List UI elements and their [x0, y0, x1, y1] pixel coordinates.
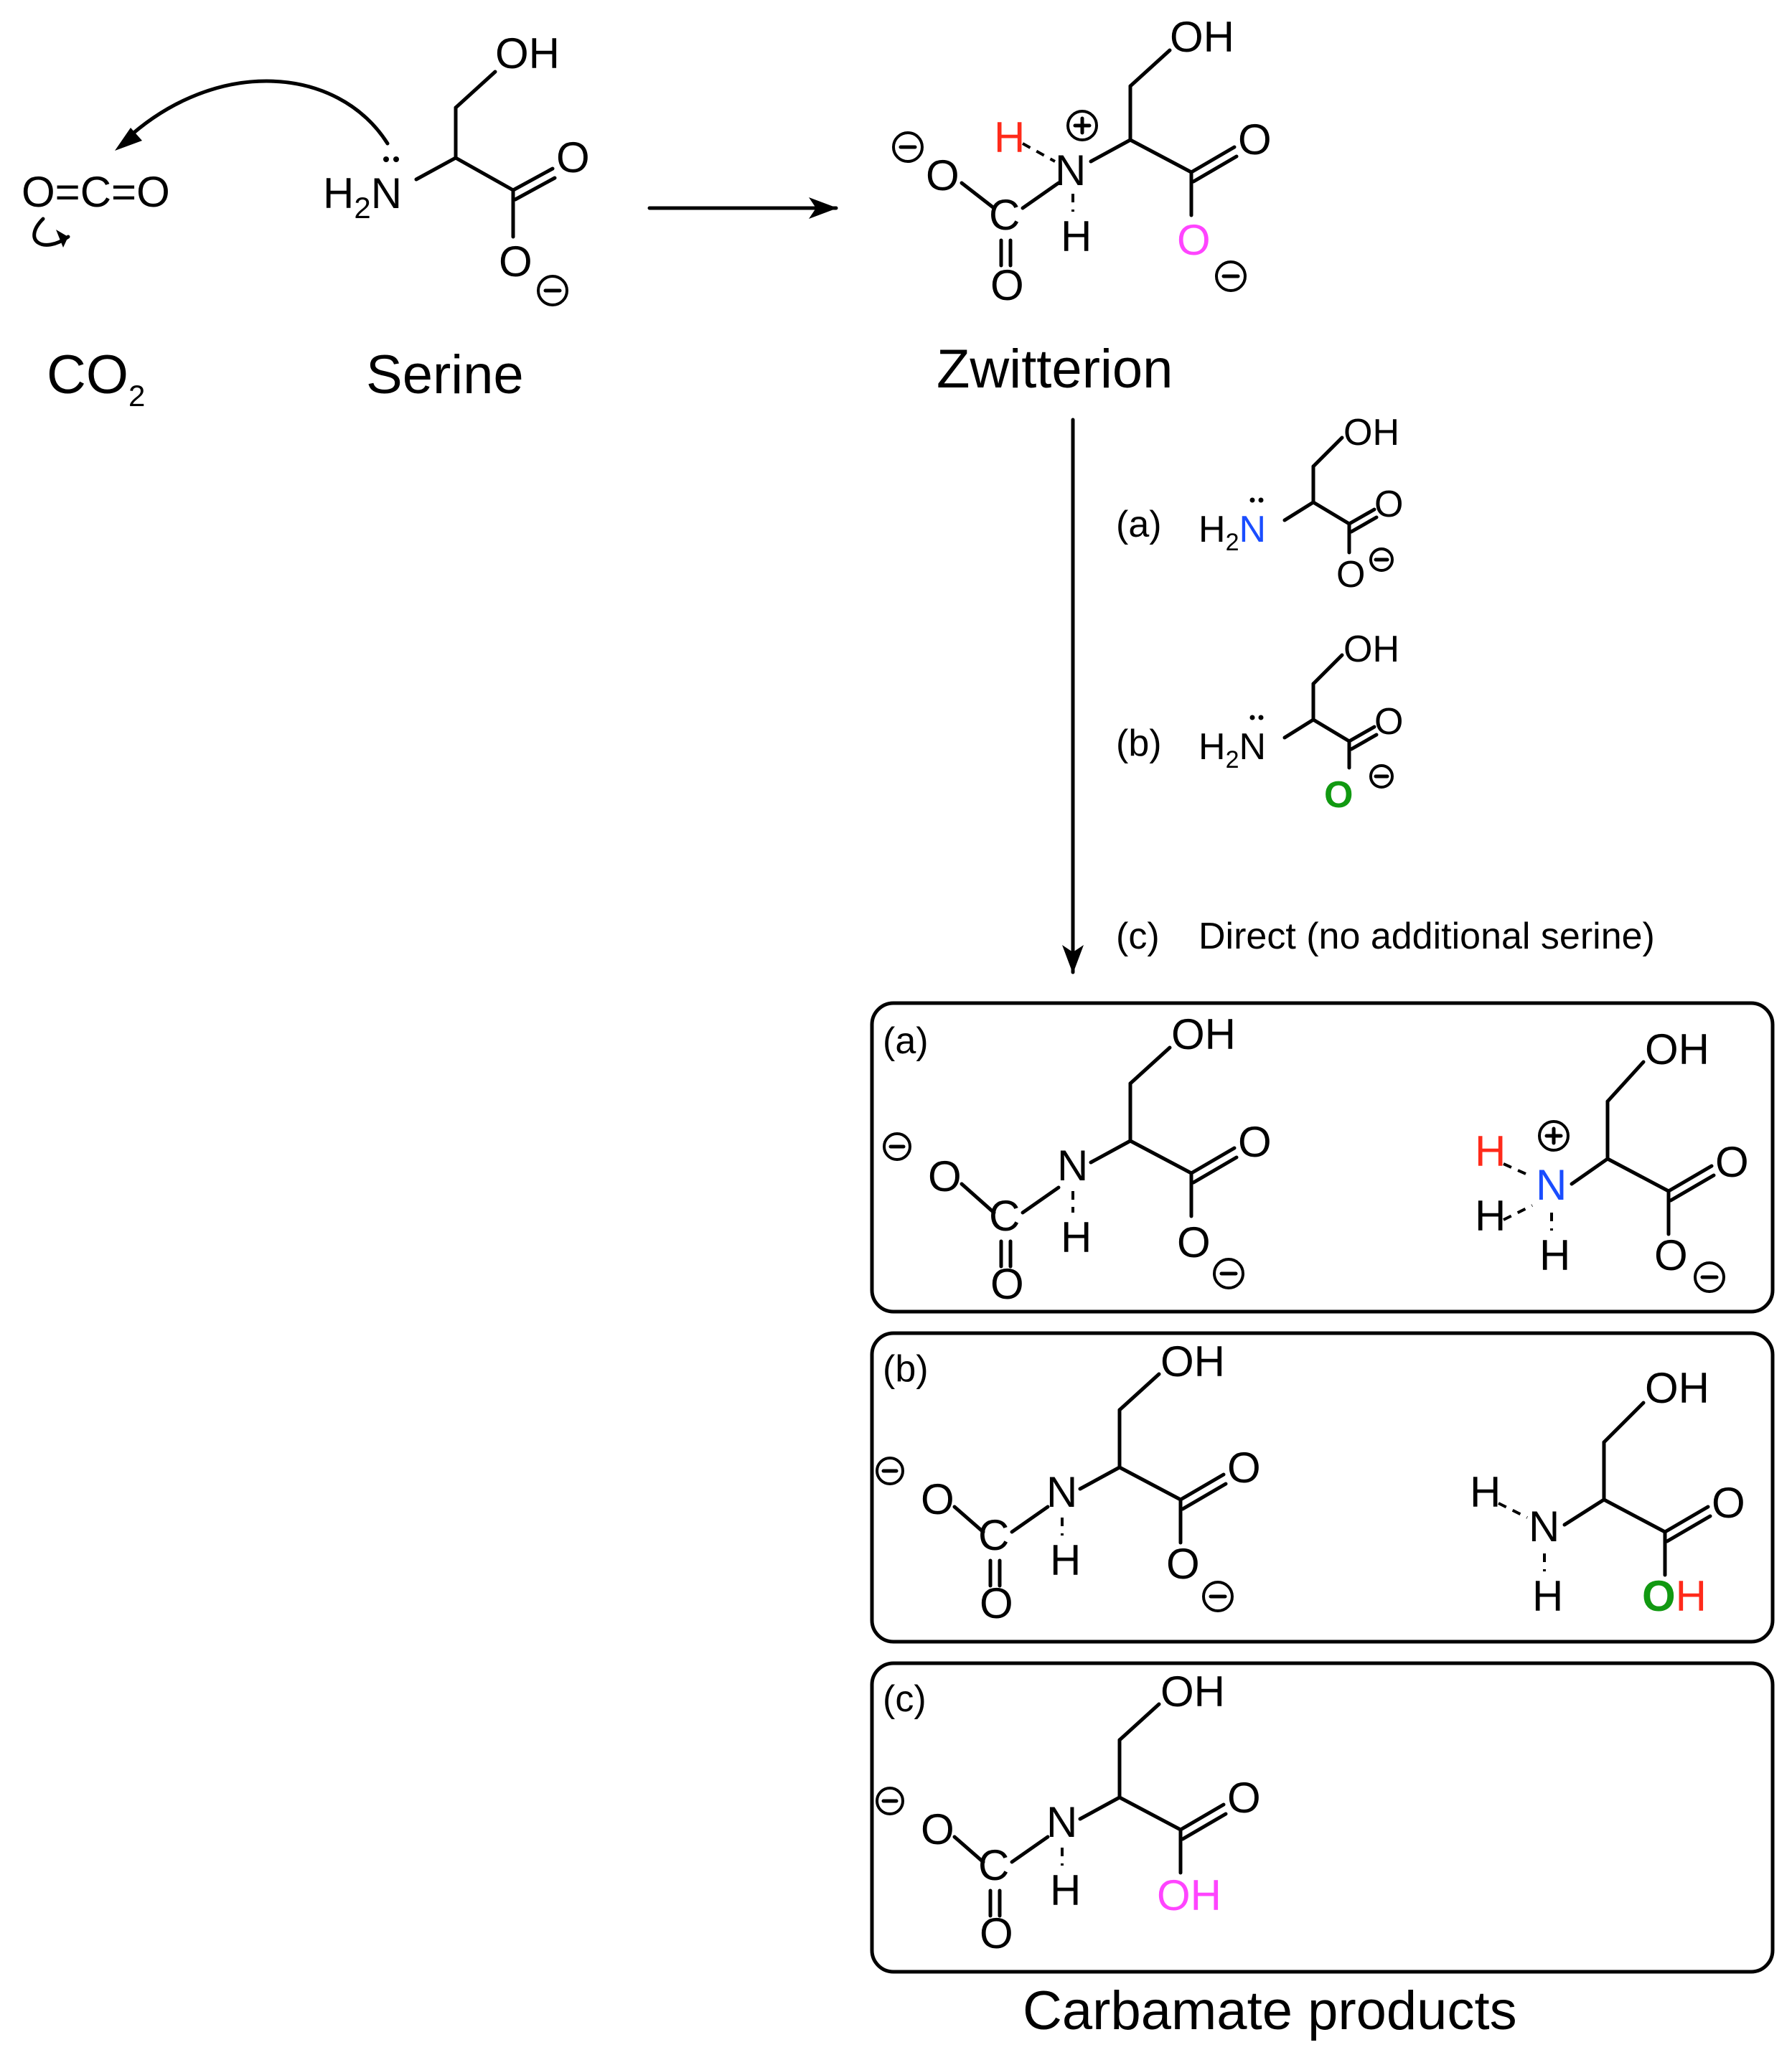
svg-text:H: H: [1475, 1127, 1506, 1175]
co2-formula: O=C=O: [22, 168, 170, 216]
svg-text:H: H: [1061, 1213, 1092, 1261]
zw-oh: OH: [1170, 13, 1234, 61]
svg-text:O: O: [980, 1579, 1013, 1627]
zw-o-double: O: [990, 261, 1024, 309]
svg-text:O: O: [1715, 1138, 1749, 1186]
product-box-a: (a) O C O N H OH O O H N H H: [870, 1001, 1775, 1314]
serine-label: Serine: [366, 344, 524, 405]
box-c-frame: [870, 1661, 1775, 1974]
condition-b-o: O: [1374, 701, 1403, 743]
co2-molecule: O=C=O: [22, 168, 170, 248]
box-b-label: (b): [883, 1348, 929, 1390]
svg-text:H: H: [1475, 1192, 1506, 1240]
condition-b: (b) H2N OH O O: [1116, 629, 1403, 816]
condition-b-label: (b): [1116, 723, 1162, 764]
zw-n-h: H: [1061, 212, 1092, 260]
co2-curved-arrow: [32, 217, 70, 247]
svg-text:O: O: [1177, 1218, 1211, 1266]
svg-text:N: N: [1046, 1798, 1077, 1846]
svg-text:C: C: [978, 1511, 1009, 1559]
condition-c-label: (c): [1116, 916, 1160, 957]
svg-text:H: H: [1050, 1866, 1081, 1914]
zw-n: N: [1055, 146, 1086, 194]
svg-text:H: H: [1470, 1468, 1501, 1516]
svg-text:O: O: [1227, 1444, 1261, 1492]
svg-text:OH: OH: [1171, 1010, 1236, 1058]
svg-text:O: O: [928, 1152, 962, 1200]
svg-text:O: O: [1712, 1479, 1745, 1527]
zw-o-double-2: O: [1238, 116, 1272, 164]
svg-text:O: O: [1238, 1118, 1272, 1166]
condition-a: (a) H2N OH O O: [1116, 412, 1403, 596]
serine-o-double: O: [556, 133, 590, 182]
svg-text:OH: OH: [1160, 1337, 1225, 1386]
svg-text:O: O: [980, 1909, 1013, 1957]
serine-oh: OH: [495, 29, 560, 77]
svg-text:N: N: [1529, 1503, 1559, 1551]
condition-a-oh: OH: [1343, 412, 1399, 453]
condition-b-h2n: H2N: [1198, 726, 1266, 773]
serine-o-minus: O: [499, 238, 533, 286]
svg-text:C: C: [989, 1192, 1020, 1240]
svg-text:OH: OH: [1645, 1364, 1709, 1412]
co2-label: CO2: [47, 344, 145, 413]
product-box-b: (b) O C O N H OH O O H N H OH: [870, 1331, 1775, 1644]
svg-text:N: N: [1057, 1142, 1088, 1190]
svg-text:H: H: [1050, 1536, 1081, 1584]
condition-b-o-green: O: [1324, 774, 1353, 816]
condition-b-oh: OH: [1343, 629, 1399, 670]
svg-text:O: O: [921, 1475, 954, 1523]
condition-a-o-minus: O: [1336, 554, 1365, 596]
zwitterion-label: Zwitterion: [937, 339, 1173, 400]
box-c-label: (c): [883, 1678, 927, 1720]
svg-text:N: N: [1046, 1468, 1077, 1516]
box-b-frame: [870, 1331, 1775, 1644]
condition-a-h2n: H2N: [1198, 509, 1266, 556]
svg-text:OH: OH: [1642, 1572, 1707, 1620]
zwitterion-molecule: O C O N H H OH O O: [892, 13, 1272, 309]
svg-text:O: O: [1227, 1774, 1261, 1822]
svg-text:C: C: [978, 1841, 1009, 1889]
box-a-label: (a): [883, 1020, 929, 1062]
svg-text:OH: OH: [1157, 1871, 1221, 1919]
svg-text:O: O: [1654, 1231, 1688, 1279]
svg-text:O: O: [990, 1260, 1024, 1308]
svg-text:O: O: [1166, 1540, 1200, 1588]
svg-text:OH: OH: [1160, 1668, 1225, 1716]
zw-c: C: [989, 191, 1020, 239]
zw-o-minus: O: [926, 151, 960, 199]
condition-a-label: (a): [1116, 504, 1162, 545]
svg-text:H: H: [1532, 1572, 1563, 1620]
svg-text:H: H: [1539, 1231, 1570, 1279]
svg-text:O: O: [921, 1805, 954, 1853]
serine-molecule: H2N OH O O: [323, 29, 590, 306]
svg-text:N: N: [1536, 1161, 1567, 1209]
carbamate-products-label: Carbamate products: [1023, 1980, 1517, 2041]
svg-text:OH: OH: [1645, 1025, 1709, 1073]
zw-h-red: H: [994, 113, 1025, 161]
serine-h2n: H2N: [323, 169, 402, 225]
nucleophilic-attack-arrow: [123, 79, 390, 146]
condition-c-text: Direct (no additional serine): [1198, 916, 1655, 957]
zw-o-magenta: O: [1177, 216, 1211, 264]
product-box-c: (c) O C O N H OH O OH: [870, 1661, 1775, 1974]
box-a-frame: [870, 1001, 1775, 1314]
condition-a-o: O: [1374, 484, 1403, 525]
